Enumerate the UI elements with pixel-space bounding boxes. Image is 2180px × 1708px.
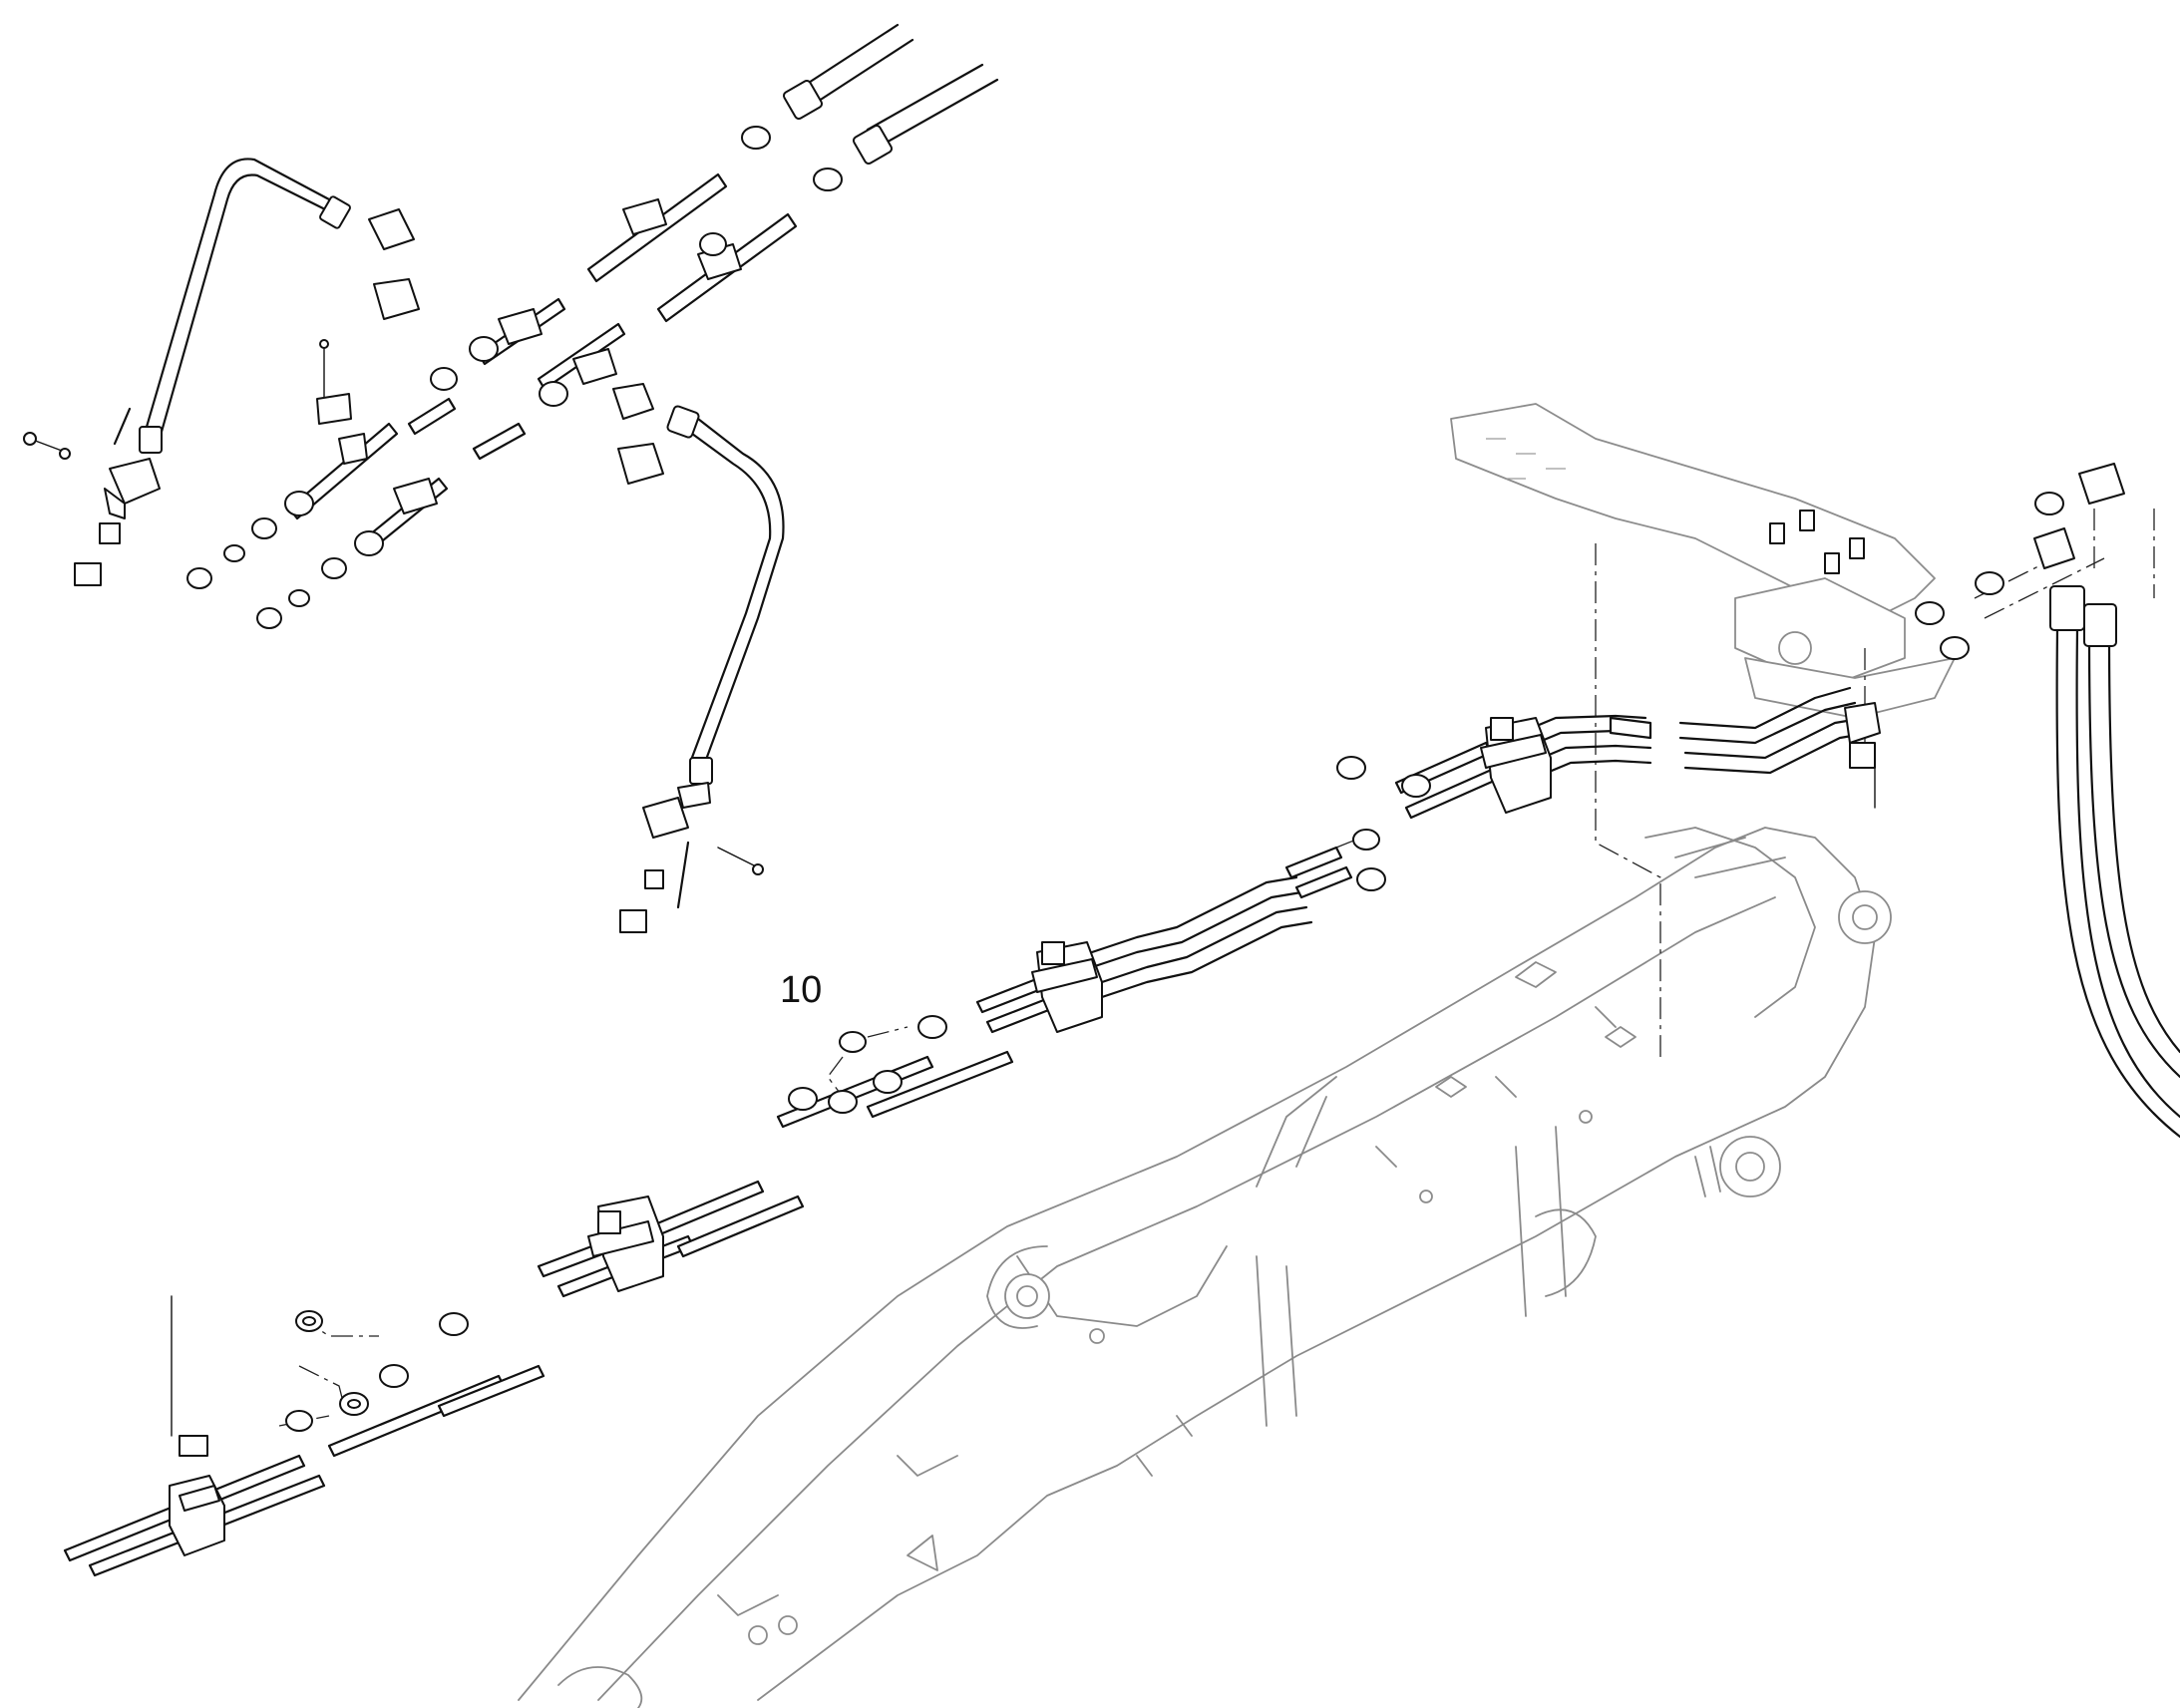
elbow-fitting xyxy=(2078,463,2125,505)
hose-end-fitting xyxy=(2083,603,2117,647)
fitting-nut xyxy=(1940,636,1970,660)
fitting-nut xyxy=(379,1364,409,1388)
pipe-clamp xyxy=(1031,941,1103,1033)
fitting-nut xyxy=(1915,601,1945,625)
fitting-nut xyxy=(1975,571,2004,595)
fitting-nut xyxy=(917,1015,947,1039)
fitting-nut xyxy=(1352,829,1380,851)
fitting-nut xyxy=(1356,867,1386,891)
hose-end-fitting xyxy=(2049,585,2085,631)
boom-arm xyxy=(518,827,1892,1708)
pipe-clamp xyxy=(498,308,543,345)
fitting-nut xyxy=(295,1310,323,1332)
fitting-nut xyxy=(873,1070,903,1094)
elbow-fitting xyxy=(2033,527,2075,569)
fitting-nut xyxy=(839,1031,867,1053)
flexible-hoses xyxy=(2033,463,2180,1139)
pipe-clamp xyxy=(1480,717,1552,814)
valve-block-fittings xyxy=(1769,510,1865,574)
upper-pipe-kit xyxy=(23,23,999,933)
valve-mounting-plate xyxy=(1450,403,1956,719)
pipe-clamps xyxy=(169,702,1881,1556)
pipe-clamp xyxy=(393,478,438,514)
fitting-nut xyxy=(339,1392,369,1416)
fitting-nut xyxy=(2034,492,2064,515)
fitting-nut xyxy=(828,1090,858,1114)
pipe-clamp xyxy=(622,198,667,235)
pipe-clamp xyxy=(1844,702,1881,809)
fitting-nut xyxy=(788,1087,818,1111)
line-fittings xyxy=(285,571,2004,1432)
pipe-clamp xyxy=(587,1196,664,1292)
fitting-nut xyxy=(439,1312,469,1336)
pipe-clamp xyxy=(572,348,617,385)
fitting-nut xyxy=(285,1410,313,1432)
fitting-nut xyxy=(1336,756,1366,780)
pipe-clamp xyxy=(169,1295,225,1556)
callout-label-10: 10 xyxy=(780,969,822,1011)
fitting-nut xyxy=(1401,774,1431,798)
main-hydraulic-pipes xyxy=(63,686,1872,1577)
